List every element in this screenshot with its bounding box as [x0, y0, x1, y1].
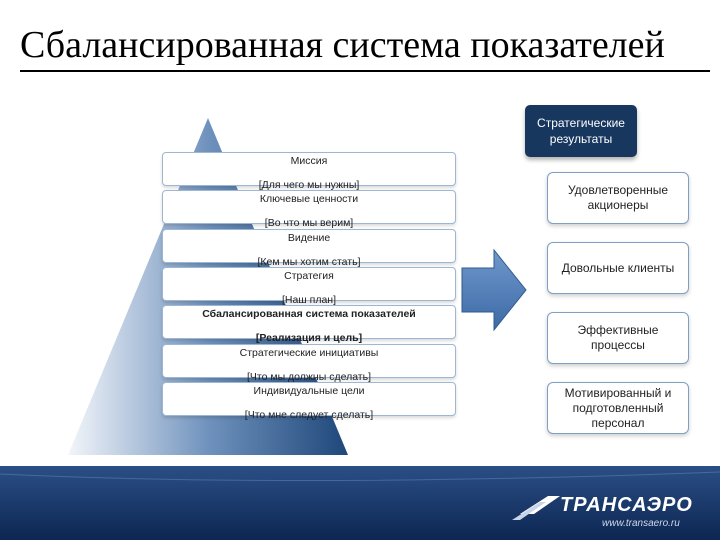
tier-label: Миссия	[290, 155, 328, 167]
tier-sub: [Наш план]	[281, 294, 337, 306]
tier-sub: [Во что мы верим]	[264, 217, 354, 229]
tier-vision: Видение [Кем мы хотим стать]	[162, 229, 456, 268]
tier-bsc: Сбалансированная система показателей [Ре…	[162, 305, 456, 344]
airline-logo-icon	[512, 496, 560, 520]
right-arrow-icon	[461, 248, 527, 332]
result-staff: Мотивированный и подготовленный персонал	[547, 382, 689, 434]
results-header: Стратегические результаты	[525, 105, 637, 157]
title-underline	[20, 70, 710, 72]
tier-sub: [Для чего мы нужны]	[258, 179, 360, 191]
slide-title: Сбалансированная система показателей	[20, 24, 665, 66]
tier-label: Ключевые ценности	[259, 193, 359, 205]
tier-sub: [Реализация и цель]	[255, 332, 363, 344]
tier-individual: Индивидуальные цели [Что мне следует сде…	[162, 382, 456, 421]
footer-url[interactable]: www.transaero.ru	[602, 518, 680, 529]
tier-initiatives: Стратегические инициативы [Что мы должны…	[162, 344, 456, 383]
footer-banner	[0, 466, 720, 540]
tier-sub: [Кем мы хотим стать]	[257, 256, 361, 268]
tier-mission: Миссия [Для чего мы нужны]	[162, 152, 456, 191]
tier-label: Видение	[287, 232, 331, 244]
tier-label: Сбалансированная система показателей	[202, 308, 416, 320]
footer-logo: ТРАНСАЭРО	[560, 494, 693, 516]
tier-sub: [Что мне следует сделать]	[244, 409, 374, 421]
tier-strategy: Стратегия [Наш план]	[162, 267, 456, 306]
tier-label: Индивидуальные цели	[253, 385, 365, 397]
result-clients: Довольные клиенты	[547, 242, 689, 294]
result-shareholders: Удовлетворенные акционеры	[547, 172, 689, 224]
result-processes: Эффективные процессы	[547, 312, 689, 364]
tier-values: Ключевые ценности [Во что мы верим]	[162, 190, 456, 229]
tier-label: Стратегия	[284, 270, 334, 282]
tier-label: Стратегические инициативы	[239, 347, 379, 359]
tier-sub: [Что мы должны сделать]	[247, 371, 371, 383]
